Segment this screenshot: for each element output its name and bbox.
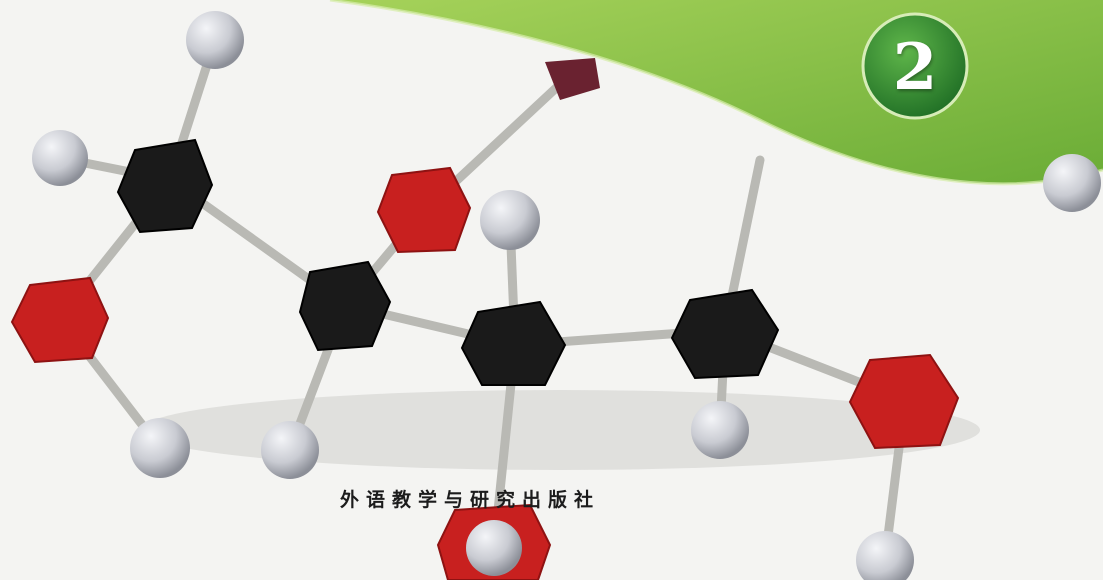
hydrogen-atom: [691, 401, 749, 459]
carbon-atom: [298, 260, 392, 352]
molecule-shadow: [140, 390, 980, 470]
hydrogen-atom: [480, 190, 540, 250]
hydrogen-atom: [186, 11, 244, 69]
oxygen-atom: [545, 58, 600, 100]
carbon-atom: [460, 300, 567, 386]
hydrogen-atom: [856, 531, 914, 580]
hydrogen-atom: [130, 418, 190, 478]
carbon-atom: [116, 138, 214, 234]
volume-number: 2: [892, 29, 938, 105]
hydrogen-atom: [32, 130, 88, 186]
hydrogen-atoms: [32, 11, 1101, 580]
carbon-atom: [670, 288, 780, 380]
green-wave-shape: [330, 0, 1103, 184]
volume-badge: [861, 12, 969, 120]
green-wave-edge: [329, 0, 1103, 186]
publisher-name: 外语教学与研究出版社: [339, 489, 600, 511]
hydrogen-atom: [261, 421, 319, 479]
hydrogen-atom: [1043, 154, 1101, 212]
hydrogen-atom: [466, 520, 522, 576]
oxygen-atoms: [10, 58, 960, 580]
carbon-atoms: [116, 138, 780, 386]
oxygen-atom: [10, 276, 110, 364]
oxygen-atom: [848, 353, 960, 450]
oxygen-atom: [376, 166, 472, 254]
